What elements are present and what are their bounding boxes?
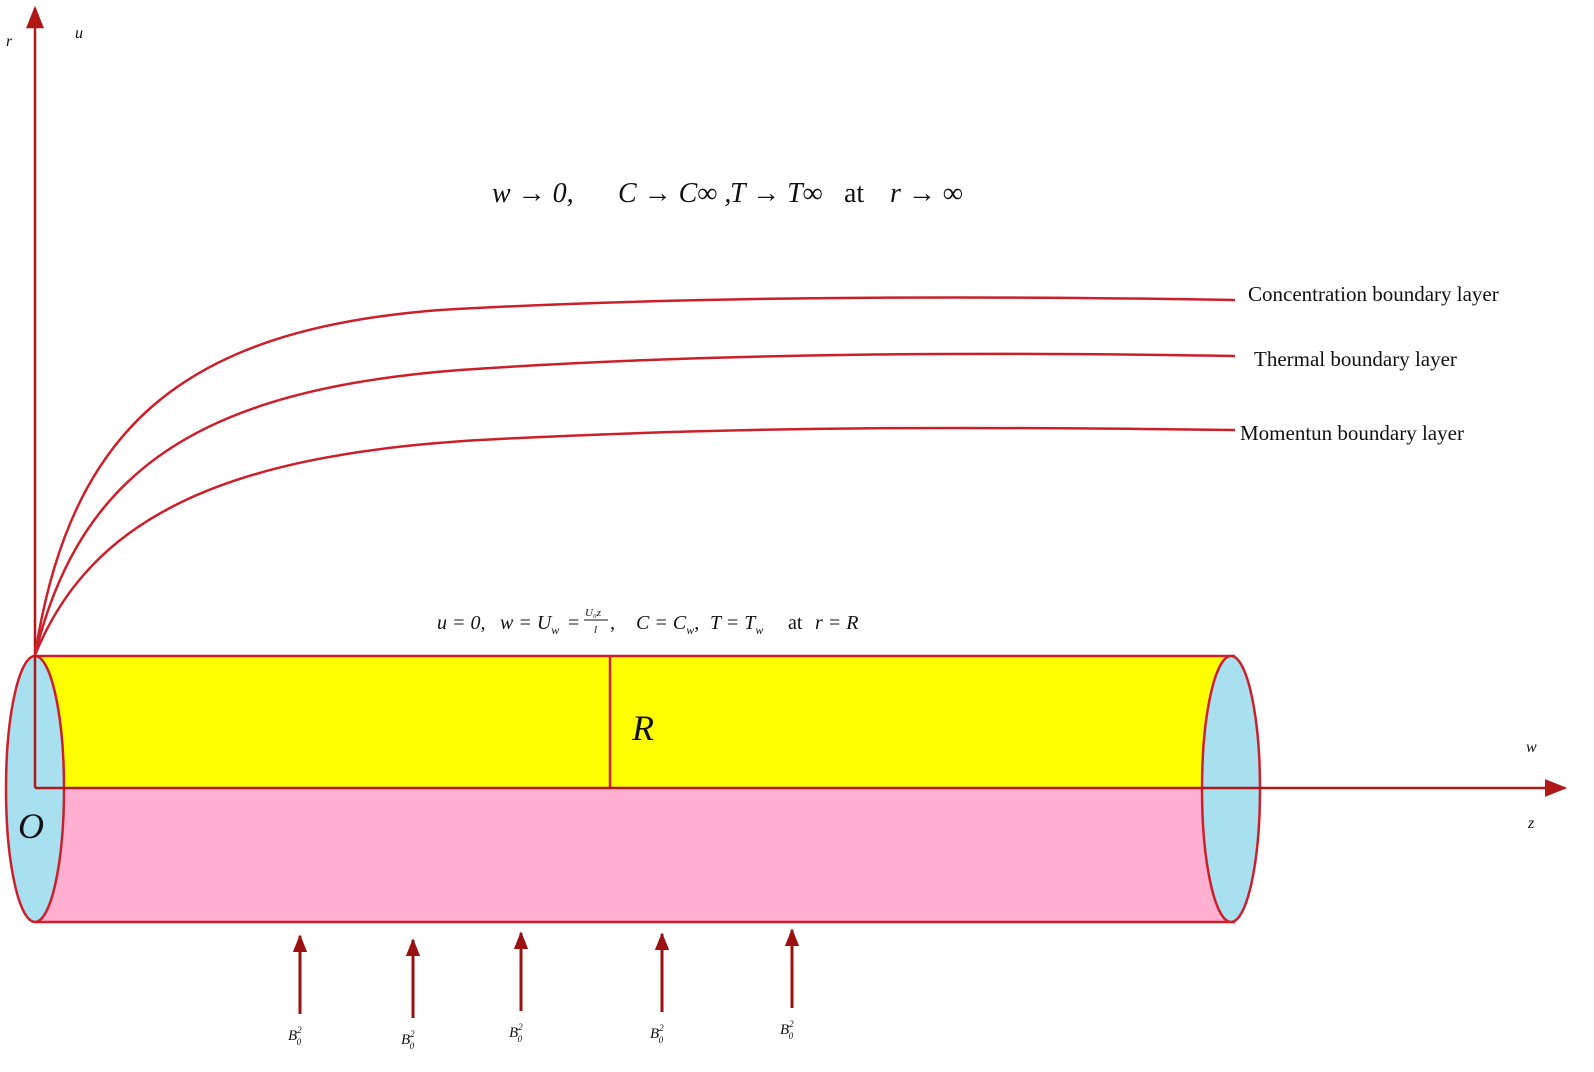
r-axis-label: r (6, 33, 13, 50)
wall-fraction-denominator: l (594, 624, 597, 636)
concentration-layer-label: Concentration boundary layer (1248, 282, 1499, 306)
boundary-layer-curves (33, 296, 1236, 656)
thermal-boundary-curve (33, 352, 1236, 656)
far-field-r: r → ∞ (890, 178, 963, 209)
far-field-t: T → T∞ (730, 178, 823, 209)
far-field-c: C → C∞ , (618, 178, 731, 209)
wall-at: at (788, 612, 803, 634)
thermal-layer-label: Thermal boundary layer (1254, 347, 1457, 371)
wall-u: u = 0, (437, 612, 486, 634)
momentum-boundary-curve (33, 426, 1236, 656)
wall-condition: u = 0, w = Uw = U₀z l , C = Cw, T = Tw a… (437, 607, 859, 637)
wall-w: w = Uw (500, 612, 559, 637)
origin-label: O (18, 806, 44, 846)
wall-r: r = R (815, 612, 859, 634)
wall-equals: = (568, 612, 579, 634)
far-field-condition: w → 0, C → C∞ , T → T∞ at r → ∞ (492, 178, 963, 209)
w-axis-label: w (1526, 739, 1537, 756)
axes (26, 5, 1568, 797)
cylinder-lower-half (35, 788, 1235, 922)
wall-c: C = Cw, (636, 612, 699, 637)
z-axis-label: z (1527, 815, 1535, 832)
cylinder-upper-half (35, 656, 1235, 788)
far-field-w: w → 0, (492, 178, 574, 209)
wall-t: T = Tw (710, 612, 763, 637)
far-field-at: at (844, 178, 864, 209)
radius-label: R (631, 708, 654, 748)
wall-comma: , (610, 612, 615, 634)
momentum-layer-label: Momentun boundary layer (1240, 421, 1464, 445)
concentration-boundary-curve (33, 296, 1236, 656)
u-axis-label: u (75, 25, 83, 42)
wall-fraction-numerator: U₀z (585, 607, 602, 619)
